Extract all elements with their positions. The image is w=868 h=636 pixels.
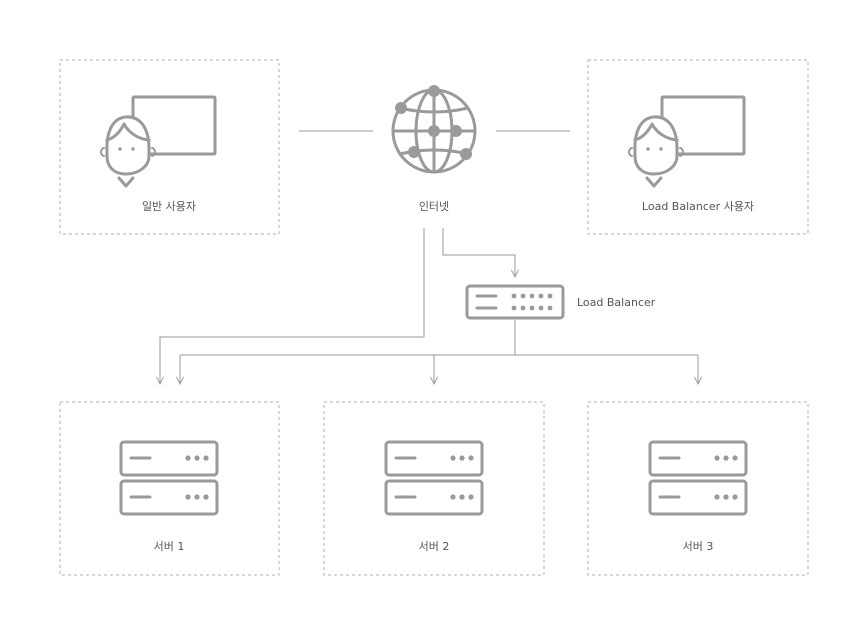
user-label: 일반 사용자 <box>142 199 196 213</box>
server3-box <box>587 401 809 576</box>
node-server2: 서버 2 <box>323 401 545 576</box>
load-balancer-icon <box>465 284 565 320</box>
node-user: 일반 사용자 <box>59 59 280 235</box>
globe-icon <box>391 85 477 174</box>
node-lb-user: Load Balancer 사용자 <box>587 59 809 235</box>
server-icon <box>119 440 219 516</box>
server1-box <box>59 401 280 576</box>
user-monitor-icon <box>628 95 746 188</box>
server3-label: 서버 3 <box>683 540 714 553</box>
edge-internet-load-balancer <box>442 228 515 277</box>
user-box <box>59 59 280 235</box>
node-server1: 서버 1 <box>59 401 280 576</box>
server2-box <box>323 401 545 576</box>
connectors <box>160 130 698 384</box>
server-icon <box>648 440 748 516</box>
server-icon <box>384 440 484 516</box>
node-load-balancer: Load Balancer <box>465 284 656 320</box>
server2-label: 서버 2 <box>419 540 450 553</box>
server1-label: 서버 1 <box>154 540 185 553</box>
user-monitor-icon <box>100 95 217 188</box>
lb-user-box <box>587 59 809 235</box>
load-balancer-label: Load Balancer <box>577 296 656 309</box>
node-server3: 서버 3 <box>587 401 809 576</box>
node-internet: 인터넷 <box>391 85 477 213</box>
edge-internet-server1 <box>160 228 425 384</box>
lb-user-label: Load Balancer 사용자 <box>642 200 754 213</box>
internet-label: 인터넷 <box>419 200 449 213</box>
